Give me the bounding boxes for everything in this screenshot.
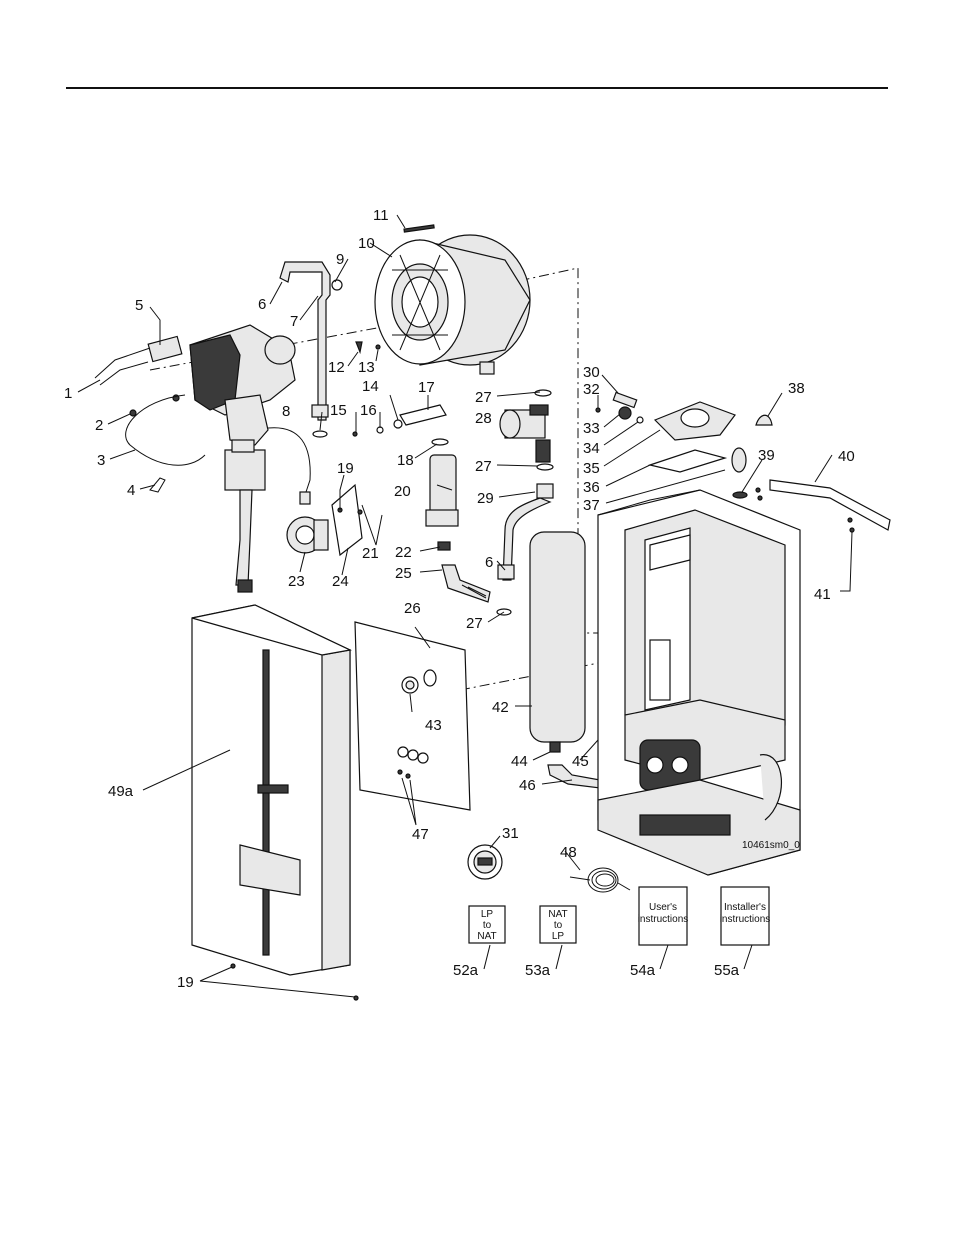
callout-52a: 52a xyxy=(453,962,479,979)
callout-53a: 53a xyxy=(525,962,551,979)
boiler-chassis xyxy=(598,490,800,875)
callout-5: 5 xyxy=(135,297,143,314)
callout-45: 45 xyxy=(572,753,589,770)
ignition-unit xyxy=(268,428,328,553)
svg-text:to: to xyxy=(483,920,492,931)
callout-24: 24 xyxy=(332,573,349,590)
callout-39: 39 xyxy=(758,447,775,464)
callout-28: 28 xyxy=(475,410,492,427)
callout-48: 48 xyxy=(560,844,577,861)
callout-49a: 49a xyxy=(108,783,134,800)
callout-10: 10 xyxy=(358,235,375,252)
callout-32: 32 xyxy=(583,381,600,398)
svg-text:to: to xyxy=(554,920,563,931)
side-panel xyxy=(355,622,470,810)
callout-25: 25 xyxy=(395,565,412,582)
callout-2: 2 xyxy=(95,417,103,434)
callout-4: 4 xyxy=(127,482,135,499)
callout-20: 20 xyxy=(394,483,411,500)
svg-text:instructions: instructions xyxy=(720,914,771,925)
callout-1: 1 xyxy=(64,385,72,402)
document-nat-to-lp: NAT to LP xyxy=(540,906,576,943)
pressure-gauge xyxy=(468,845,502,879)
callout-23: 23 xyxy=(288,573,305,590)
callout-11: 11 xyxy=(373,207,389,224)
callout-34: 34 xyxy=(583,440,600,457)
filter-cartridge xyxy=(426,455,490,602)
document-lp-to-nat: LP to NAT xyxy=(469,906,505,943)
callout-18: 18 xyxy=(397,452,414,469)
callout-12: 12 xyxy=(328,359,345,376)
heat-exchanger xyxy=(375,225,530,374)
callout-27b: 27 xyxy=(475,458,492,475)
callout-13: 13 xyxy=(358,359,375,376)
svg-text:LP: LP xyxy=(481,909,494,920)
callout-3: 3 xyxy=(97,452,105,469)
callout-36: 36 xyxy=(583,479,600,496)
svg-text:NAT: NAT xyxy=(548,909,567,920)
callout-42: 42 xyxy=(492,699,509,716)
svg-text:instructions: instructions xyxy=(638,914,689,925)
callout-17: 17 xyxy=(418,379,435,396)
callout-40: 40 xyxy=(838,448,855,465)
callout-6a: 6 xyxy=(258,296,266,313)
cable-coil xyxy=(570,868,630,892)
svg-text:NAT: NAT xyxy=(477,931,496,942)
callout-55a: 55a xyxy=(714,962,740,979)
callout-54a: 54a xyxy=(630,962,656,979)
callout-7: 7 xyxy=(290,313,298,330)
callout-43: 43 xyxy=(425,717,442,734)
svg-text:User's: User's xyxy=(649,902,677,913)
drawing-code: 10461sm0_0 xyxy=(742,840,800,851)
callout-47: 47 xyxy=(412,826,429,843)
callout-35: 35 xyxy=(583,460,600,477)
callout-46: 46 xyxy=(519,777,536,794)
callout-6b: 6 xyxy=(485,554,493,571)
front-casing xyxy=(192,605,358,1000)
callout-9: 9 xyxy=(336,251,344,268)
callout-15: 15 xyxy=(330,402,347,419)
callout-31: 31 xyxy=(502,825,519,842)
callout-22: 22 xyxy=(395,544,412,561)
svg-text:LP: LP xyxy=(552,931,565,942)
callout-30: 30 xyxy=(583,364,600,381)
callout-8: 8 xyxy=(282,403,290,420)
hydraulic-block xyxy=(596,392,772,498)
callout-26: 26 xyxy=(404,600,421,617)
callout-44: 44 xyxy=(511,753,528,770)
callout-19b: 19 xyxy=(177,974,194,991)
callout-21: 21 xyxy=(362,545,379,562)
callout-16: 16 xyxy=(360,402,377,419)
callout-38: 38 xyxy=(788,380,805,397)
document-installers-instructions: Installer's instructions xyxy=(720,887,771,945)
callout-14: 14 xyxy=(362,378,379,395)
bracket xyxy=(332,485,362,555)
pump xyxy=(500,390,553,470)
document-users-instructions: User's instructions xyxy=(638,887,689,945)
fan-assembly xyxy=(95,325,295,445)
callout-27a: 27 xyxy=(475,389,492,406)
callout-37: 37 xyxy=(583,497,600,514)
callout-19a: 19 xyxy=(337,460,354,477)
svg-text:Installer's: Installer's xyxy=(724,902,766,913)
callout-29: 29 xyxy=(477,490,494,507)
callout-27c: 27 xyxy=(466,615,483,632)
callout-41: 41 xyxy=(814,586,831,603)
callout-33: 33 xyxy=(583,420,600,437)
